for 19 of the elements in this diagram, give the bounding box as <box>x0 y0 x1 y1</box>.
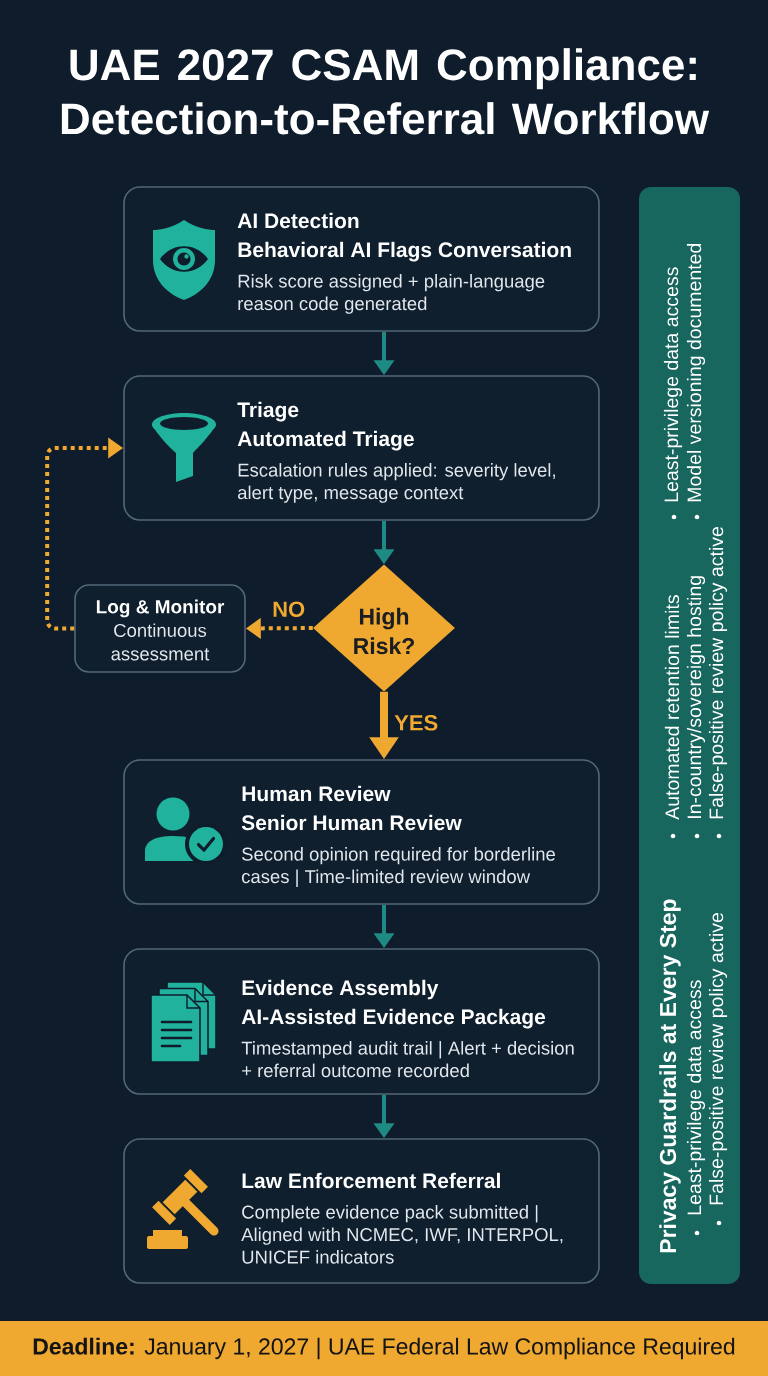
process-box: Triage Automated Triage Escalation rules applied: severity level, alert type, message context <box>123 375 600 521</box>
process-box: Law Enforcement Referral Complete evidence pack submitted | Aligned with NCMEC, IWF, INTERPOL, UNICEF indicators <box>123 1138 600 1284</box>
process-box: Evidence Assembly AI-Assisted Evidence Package Timestamped audit trail | Alert + decision + referral outcome recorded <box>123 948 600 1095</box>
process-box: AI Detection Behavioral AI Flags Conversation Risk score assigned + plain-language reason code generated <box>123 186 600 332</box>
node-label: Privacy Guardrails at Every Step <box>659 899 681 1253</box>
node-label: Model versioning documented <box>686 243 706 502</box>
footer-band: Deadline: January 1, 2027 | UAE Federal Law Compliance Required <box>0 1321 768 1376</box>
node-label: Least-privilege data access <box>663 267 683 502</box>
node-label: Automated retention limits <box>664 595 680 820</box>
process-box: Human Review Senior Human Review Second opinion required for borderline cases | Time-limited review window <box>123 759 600 905</box>
node-label: False-positive review policy active <box>708 527 728 819</box>
title: UAE 2027 CSAM Compliance: Detection-to-Referral Workflow <box>61 48 710 135</box>
side-panel: Privacy Guardrails at Every Step Least-privilege data access False-positive review policy active Automated retention limits In-country/sovereign hosting False-positive review policy active Least-privilege data access Model versioning documented <box>639 187 740 1284</box>
node-label: In-country/sovereign hosting <box>686 576 706 819</box>
node-label: Least-privilege data access <box>686 980 706 1215</box>
edge-label: NO <box>270 599 308 619</box>
process-box: Log & Monitor Continuous assessment <box>74 584 246 673</box>
node-label: False-positive review policy active <box>708 913 728 1205</box>
edge-label: YES <box>392 712 441 733</box>
